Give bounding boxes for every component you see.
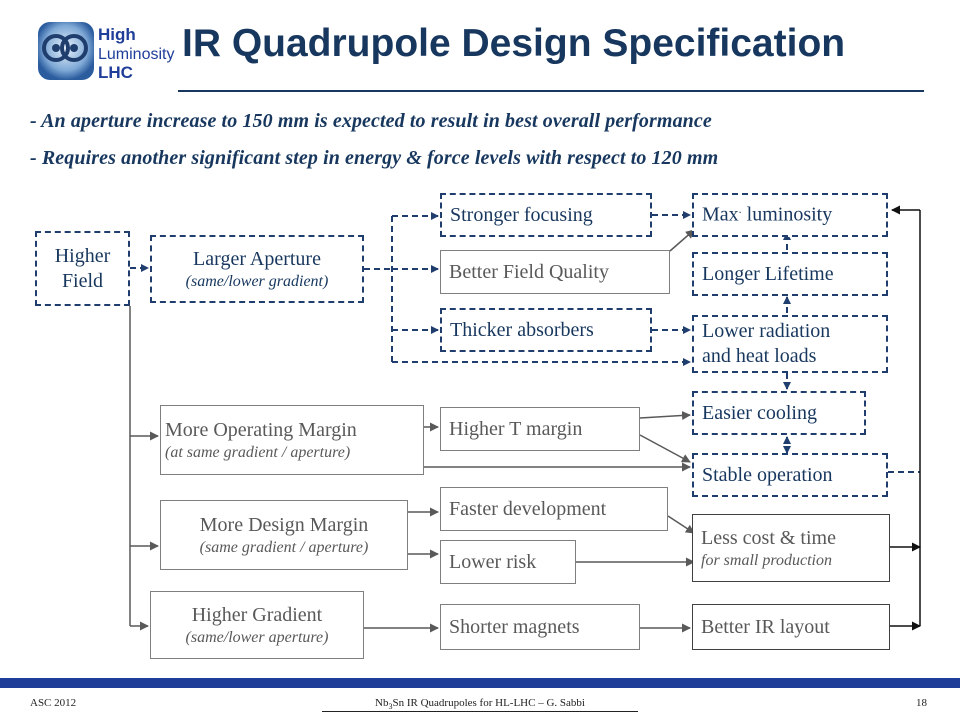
box-better-field-quality: Better Field Quality (440, 250, 670, 294)
box-higher-gradient: Higher Gradient (same/lower aperture) (150, 591, 364, 659)
higher-gradient-title: Higher Gradient (191, 603, 323, 626)
faster-development-label: Faster development (449, 497, 607, 520)
higher-field-line-2: Field (61, 269, 104, 292)
bullet-1: - An aperture increase to 150 mm is expe… (30, 110, 712, 132)
wire-tmargin-to-cooling (639, 410, 691, 420)
bullet-2: - Requires another significant step in e… (30, 147, 719, 169)
better-field-quality-label: Better Field Quality (449, 260, 609, 283)
box-stronger-focusing: Stronger focusing (440, 193, 652, 237)
logo-line-3: LHC (98, 63, 133, 82)
thicker-absorbers-label: Thicker absorbers (450, 318, 594, 341)
box-lower-risk: Lower risk (440, 540, 576, 584)
logo-line-1: High (98, 25, 136, 44)
design-margin-subtitle: (same gradient / aperture) (199, 538, 369, 556)
wire-faster-to-lesscost (667, 515, 695, 534)
wire-tmargin-to-stable (639, 434, 691, 463)
box-better-ir-layout: Better IR layout (692, 604, 890, 650)
hl-lhc-logo: High Luminosity LHC (36, 18, 178, 86)
higher-t-margin-label: Higher T margin (449, 417, 583, 440)
operating-margin-title: More Operating Margin (165, 418, 357, 441)
box-max-luminosity: Max. luminosity (692, 193, 888, 237)
footer-bar (0, 678, 960, 688)
design-margin-title: More Design Margin (199, 513, 369, 536)
better-ir-layout-label: Better IR layout (701, 615, 830, 638)
box-higher-field: Higher Field (35, 231, 130, 306)
higher-gradient-subtitle: (same/lower aperture) (185, 628, 329, 646)
hl-lhc-logo-graphic: High Luminosity LHC (38, 22, 174, 82)
box-more-design-margin: More Design Margin (same gradient / aper… (160, 500, 408, 570)
footer-talk-title: Nb3Sn IR Quadrupoles for HL-LHC – G. Sab… (322, 697, 638, 713)
box-easier-cooling: Easier cooling (692, 391, 866, 435)
less-cost-line-2: for small production (701, 551, 832, 569)
box-higher-t-margin: Higher T margin (440, 407, 640, 451)
box-shorter-magnets: Shorter magnets (440, 604, 640, 650)
stronger-focusing-label: Stronger focusing (450, 203, 593, 226)
larger-aperture-subtitle: (same/lower gradient) (185, 272, 329, 290)
box-more-operating-margin: More Operating Margin (at same gradient … (160, 405, 424, 475)
box-lower-radiation: Lower radiation and heat loads (692, 315, 888, 373)
page-title: IR Quadrupole Design Specification (182, 22, 846, 65)
box-larger-aperture: Larger Aperture (same/lower gradient) (150, 235, 364, 303)
longer-lifetime-label: Longer Lifetime (702, 262, 834, 285)
max-luminosity-label: Max. luminosity (702, 202, 833, 226)
easier-cooling-label: Easier cooling (702, 401, 817, 424)
box-faster-development: Faster development (440, 487, 668, 531)
box-thicker-absorbers: Thicker absorbers (440, 308, 652, 352)
box-longer-lifetime: Longer Lifetime (692, 252, 888, 296)
lower-radiation-line-2: and heat loads (702, 345, 817, 367)
lower-risk-label: Lower risk (449, 550, 537, 573)
box-stable-operation: Stable operation (692, 453, 888, 497)
logo-line-2: Luminosity (98, 46, 174, 63)
lower-radiation-line-1: Lower radiation (702, 320, 831, 342)
shorter-magnets-label: Shorter magnets (449, 615, 580, 638)
title-divider (178, 90, 924, 92)
footer-page-number: 18 (916, 697, 927, 709)
box-less-cost-time: Less cost & time for small production (692, 514, 890, 582)
larger-aperture-title: Larger Aperture (193, 247, 321, 270)
stable-operation-label: Stable operation (702, 463, 833, 486)
higher-field-line-1: Higher (54, 244, 111, 267)
less-cost-line-1: Less cost & time (701, 526, 836, 549)
operating-margin-subtitle: (at same gradient / aperture) (165, 443, 351, 461)
wire-quality-to-maxlum (669, 229, 695, 252)
footer-conference: ASC 2012 (30, 697, 77, 709)
